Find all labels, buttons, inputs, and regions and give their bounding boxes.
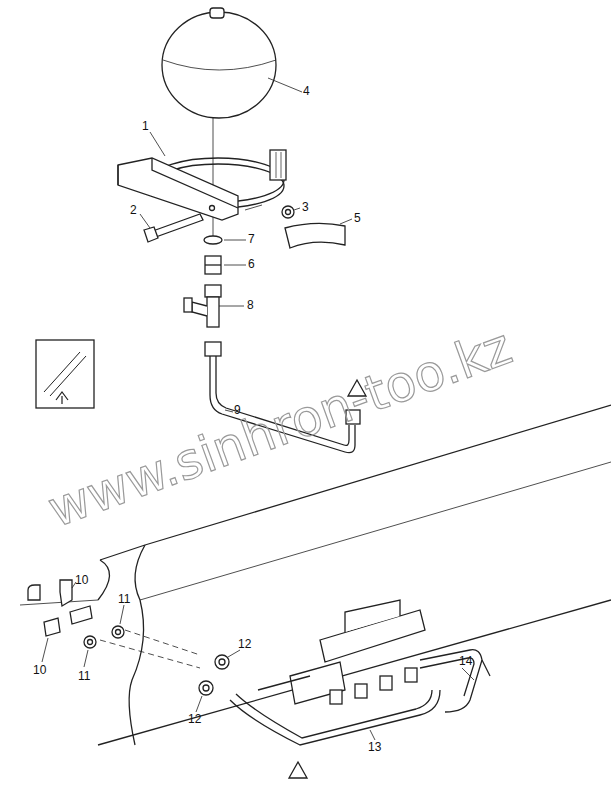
callout-number: 9 xyxy=(234,404,241,416)
callout-number: 7 xyxy=(248,233,255,245)
callout-number: 4 xyxy=(303,85,310,97)
callout-number: 10 xyxy=(33,664,46,676)
callout-number: 2 xyxy=(130,204,137,216)
callout-number: 8 xyxy=(247,299,254,311)
callout-number: 12 xyxy=(238,638,251,650)
callout-number: 5 xyxy=(354,212,361,224)
callout-number: 14 xyxy=(459,655,472,667)
callout-number: 10 xyxy=(75,574,88,586)
callout-number: 6 xyxy=(248,258,255,270)
callout-number: 3 xyxy=(302,201,309,213)
callout-number: 11 xyxy=(78,670,90,682)
callout-number: 12 xyxy=(188,713,201,725)
callout-number: 1 xyxy=(142,120,149,132)
callout-number: 13 xyxy=(368,741,381,753)
watermark: www.sinhron-too.kz xyxy=(42,321,518,535)
callout-number: 11 xyxy=(118,593,130,605)
